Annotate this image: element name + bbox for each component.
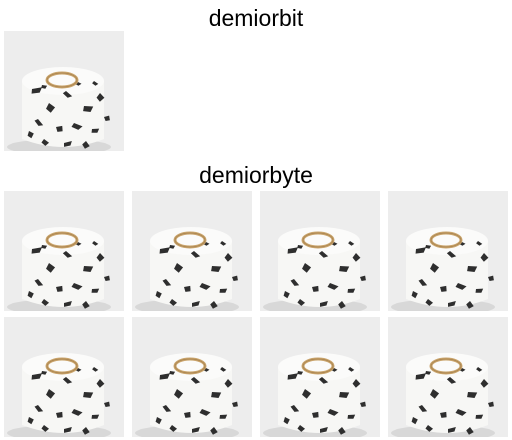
product-photo [132, 317, 252, 437]
demiorbyte-thumbnail[interactable] [388, 317, 508, 437]
demiorbit-thumbnail[interactable] [4, 31, 124, 151]
product-photo [260, 191, 380, 311]
product-photo [4, 31, 124, 151]
product-photo [260, 317, 380, 437]
section-heading-demiorbyte: demiorbyte [199, 162, 313, 188]
product-photo [4, 317, 124, 437]
section-heading-demiorbit: demiorbit [208, 5, 304, 31]
demiorbyte-thumbnail[interactable] [4, 317, 124, 437]
demiorbyte-thumbnail[interactable] [260, 317, 380, 437]
demiorbyte-thumbnail[interactable] [132, 317, 252, 437]
demiorbyte-thumbnail[interactable] [132, 191, 252, 311]
demiorbyte-thumbnail[interactable] [4, 191, 124, 311]
product-photo [4, 191, 124, 311]
demiorbyte-thumbnail[interactable] [388, 191, 508, 311]
product-photo [388, 317, 508, 437]
demiorbyte-thumbnail[interactable] [260, 191, 380, 311]
product-photo [388, 191, 508, 311]
product-photo [132, 191, 252, 311]
